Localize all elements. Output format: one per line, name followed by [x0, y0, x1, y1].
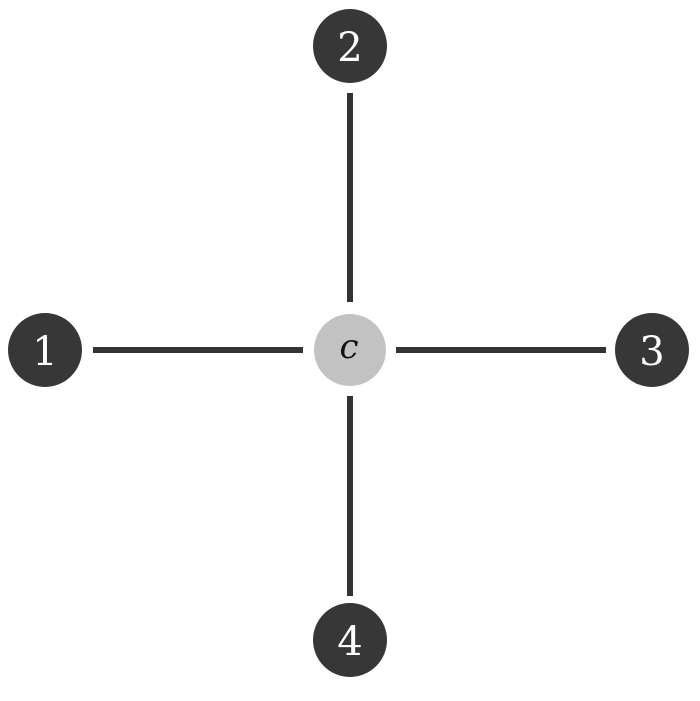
node-2-circle: [313, 9, 387, 83]
node-center-circle: [314, 314, 386, 386]
edges-layer: [93, 93, 606, 596]
node-4: 4: [313, 603, 387, 677]
node-3: 3: [615, 313, 689, 387]
node-3-label: 3: [639, 329, 664, 375]
node-4-circle: [313, 603, 387, 677]
node-1-label: 1: [32, 329, 57, 375]
node-center: c: [314, 314, 386, 386]
node-center-label: c: [339, 327, 358, 367]
node-4-label: 4: [337, 619, 362, 665]
nodes-layer: 1 2 3 4 c: [8, 9, 689, 677]
node-1: 1: [8, 313, 82, 387]
node-2-label: 2: [337, 25, 362, 71]
node-3-circle: [615, 313, 689, 387]
node-2: 2: [313, 9, 387, 83]
node-1-circle: [8, 313, 82, 387]
